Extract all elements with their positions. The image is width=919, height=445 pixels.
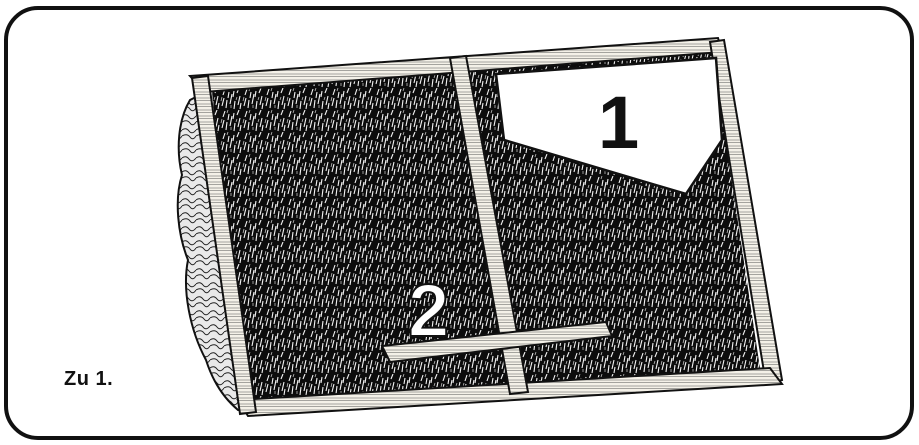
label-2: 2 — [408, 269, 449, 352]
caption: Zu 1. — [64, 368, 113, 391]
label-1: 1 — [598, 81, 639, 164]
